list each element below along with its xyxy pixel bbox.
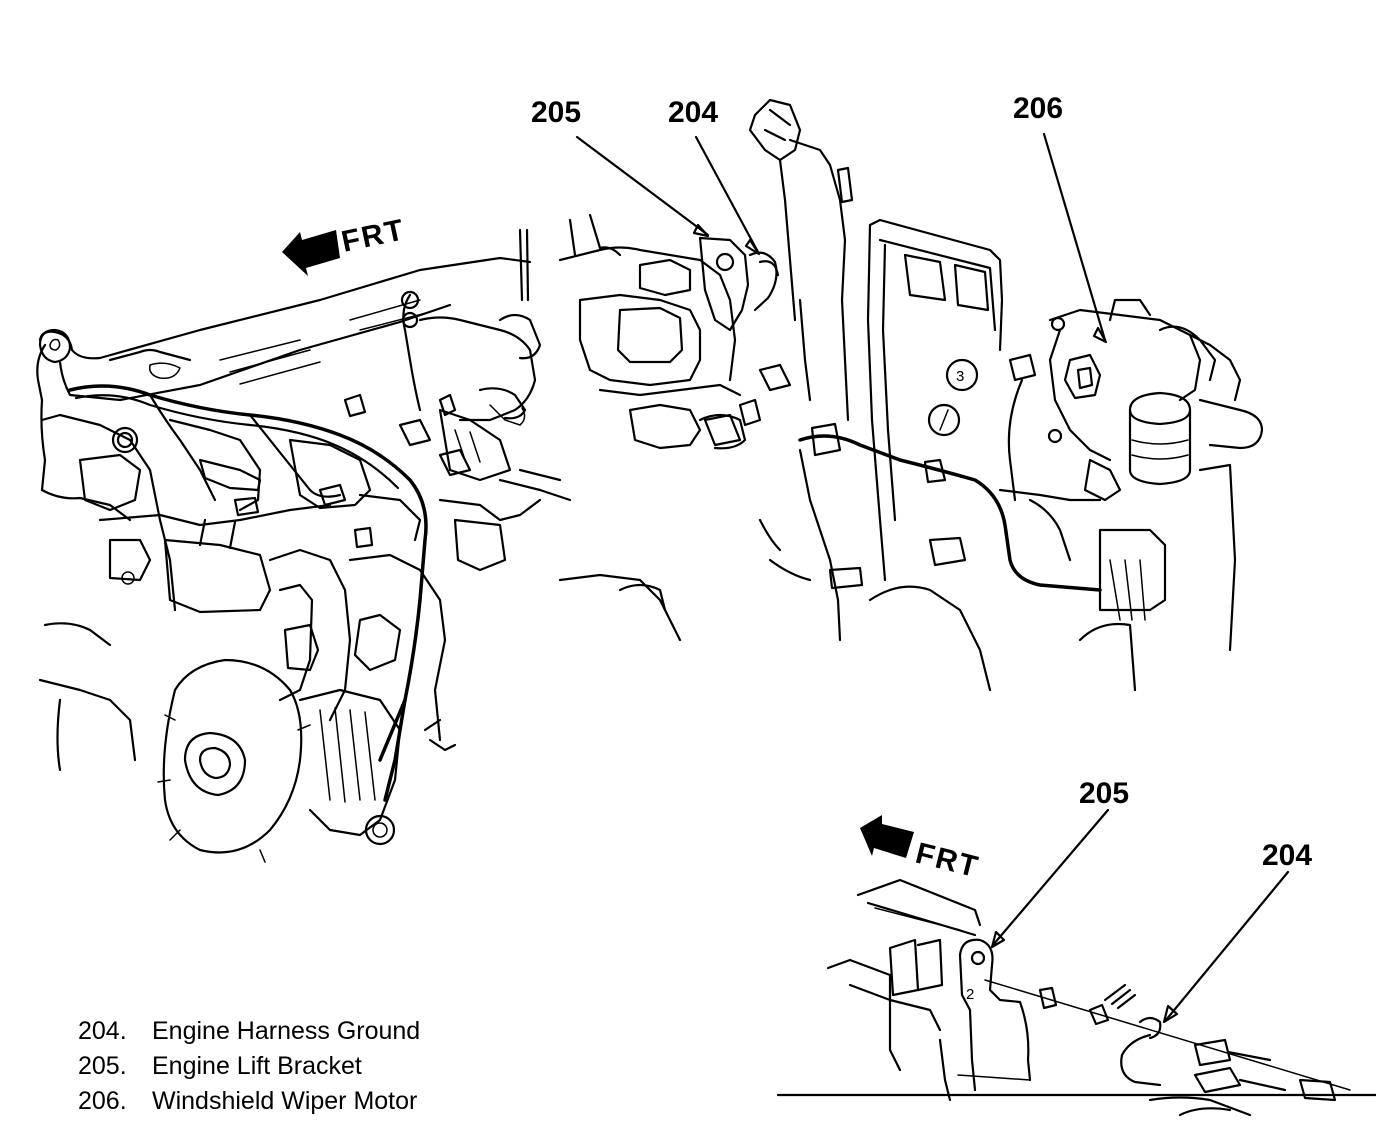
harness-connectors [233,363,792,549]
firewall-panel [866,218,1004,582]
detail-front-arrow-icon [860,815,914,858]
detail-leaders [990,808,1290,1024]
callout-205: 205 [531,96,581,129]
detail-callout-205: 205 [1079,777,1129,810]
front-arrow-icon [282,230,340,276]
callout-204: 204 [668,96,718,129]
legend-item: 206. Windshield Wiper Motor [78,1084,420,1119]
legend-number: 205. [78,1052,127,1080]
sensor-pigtail [748,98,854,422]
legend-number: 206. [78,1087,127,1115]
legend-text: Engine Harness Ground [152,1017,421,1045]
legend-text: Windshield Wiper Motor [152,1087,418,1115]
main-leaders [575,132,1108,344]
legend-number: 204. [78,1017,127,1045]
legend: 204. Engine Harness Ground 205. Engine L… [78,1014,420,1119]
legend-item: 204. Engine Harness Ground [78,1014,420,1049]
engine-drawing [36,213,812,863]
detail-callout-204: 204 [1262,839,1312,872]
legend-text: Engine Lift Bracket [152,1052,362,1080]
callout-206: 206 [1013,92,1063,125]
wiper-harness [798,353,1237,692]
front-label: FRT [339,213,409,259]
legend-item: 205. Engine Lift Bracket [78,1049,420,1084]
wiper-motor [1047,298,1264,502]
detail-drawing [776,878,1376,1117]
panel-number-3: 3 [956,368,964,385]
detail-front-label: FRT [912,837,982,885]
bracket-mark: 2 [966,986,974,1003]
